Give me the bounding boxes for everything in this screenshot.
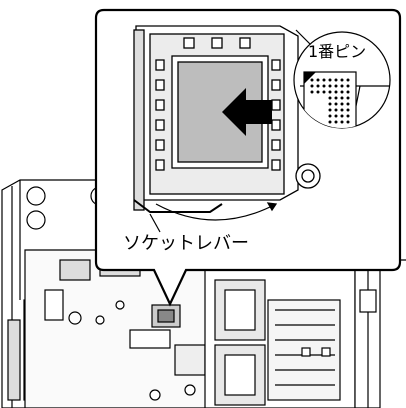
socket-lever [134,30,144,210]
socket-lever-label: ソケットレバー [123,235,249,253]
pin1-label: 1番ピン [308,44,366,60]
cpu-socket [134,26,320,220]
